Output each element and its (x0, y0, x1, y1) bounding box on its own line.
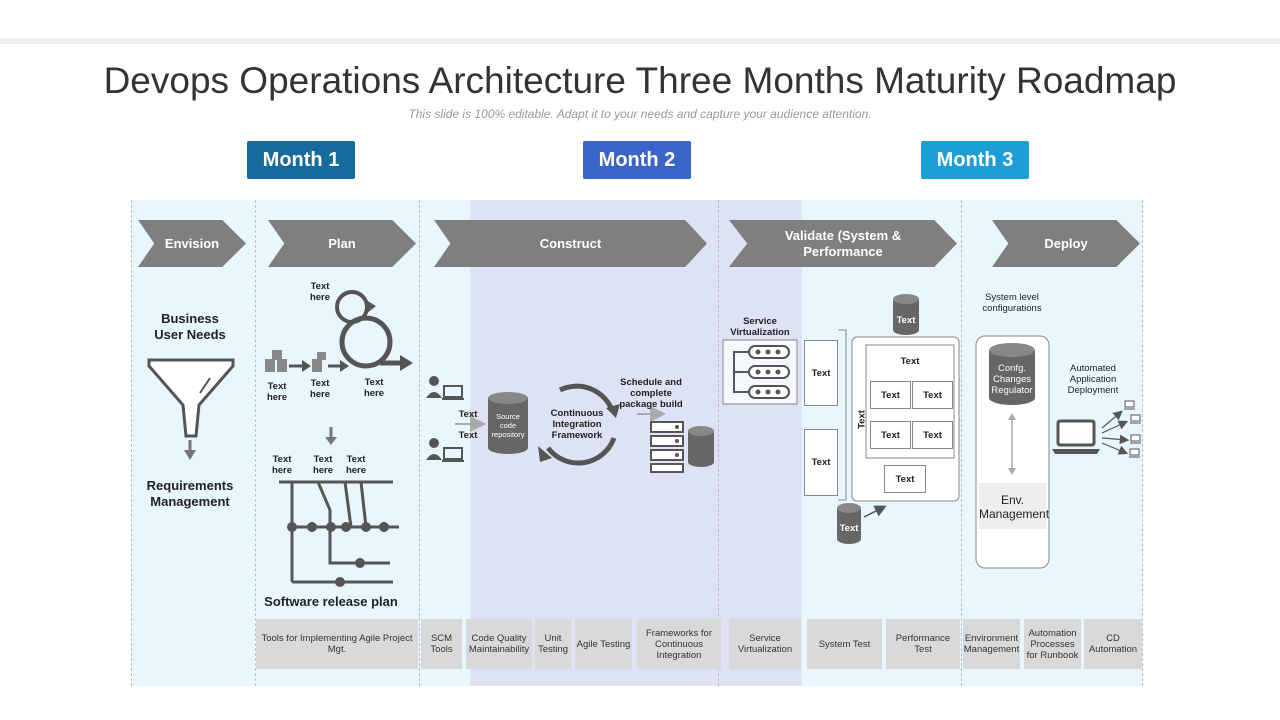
plan-text-b: Text here (309, 378, 331, 400)
source-code-repository: Source code repository (491, 412, 525, 439)
plan-text-e: Text here (312, 454, 334, 476)
computer-icons (1124, 400, 1141, 458)
deploy-target-arrows (1101, 410, 1130, 455)
user-computer-icon (426, 438, 464, 462)
construct-text-1: Text (458, 409, 478, 420)
divider (1142, 200, 1143, 686)
divider (718, 200, 719, 686)
test-panel-top-text: Text (900, 356, 920, 367)
divider (961, 200, 962, 686)
bottom-category: Frameworks for Continuous Integration (637, 619, 721, 669)
construct-text-2: Text (458, 430, 478, 441)
software-release-plan: Software release plan (264, 594, 398, 609)
stage-envision: Envision (138, 220, 246, 267)
stage-deploy: Deploy (992, 220, 1140, 267)
validate-left-text-2: Text (804, 429, 838, 496)
test-grid-cell: Text (870, 421, 911, 449)
bottom-category: System Test (807, 619, 882, 669)
bottom-category: Code Quality Maintainability (466, 619, 532, 669)
stage-plan: Plan (268, 220, 416, 267)
service-virtualization-label: Service Virtualization (730, 316, 790, 338)
database-cylinder-icon (893, 294, 919, 335)
band-envision (132, 200, 255, 686)
divider (131, 200, 132, 686)
test-grid-cell: Text (870, 381, 911, 409)
test-panel-bottom-text: Text (884, 465, 926, 493)
month-2-label: Month 2 (583, 141, 691, 179)
bottom-category: Performance Test (886, 619, 960, 669)
page-subtitle: This slide is 100% editable. Adapt it to… (408, 107, 872, 121)
validate-left-text-1: Text (804, 340, 838, 406)
divider (419, 200, 420, 686)
plan-text-a: Text here (266, 381, 288, 403)
test-grid-cell: Text (912, 421, 953, 449)
top-bar (0, 38, 1280, 44)
database-cylinder-icon (989, 343, 1035, 405)
db-top-text: Text (896, 315, 916, 326)
bottom-category: Tools for Implementing Agile Project Mgt… (256, 619, 418, 669)
database-cylinder-icon (688, 426, 714, 467)
test-panel-vertical-text: Text (856, 410, 868, 429)
bottom-category: SCM Tools (421, 619, 462, 669)
month-3-label: Month 3 (921, 141, 1029, 179)
funnel-icon (147, 358, 235, 438)
plan-text-d: Text here (271, 454, 293, 476)
laptop-icon (1052, 419, 1100, 454)
bottom-category: Agile Testing (575, 619, 632, 669)
cycle-arrow-icon (335, 290, 413, 371)
page-title: Devops Operations Architecture Three Mon… (103, 60, 1177, 101)
test-grid-cell: Text (912, 381, 953, 409)
bracket (838, 329, 847, 501)
automated-application-deployment: Automated Application Deployment (1067, 363, 1119, 396)
bottom-category: Automation Processes for Runbook (1024, 619, 1081, 669)
database-cylinder-icon (488, 392, 528, 454)
plan-text-f: Text here (345, 454, 367, 476)
user-computer-icon (426, 376, 464, 400)
requirements-management: Requirements Management (146, 478, 234, 509)
arrow-down-icon (184, 440, 196, 460)
server-stack-icon (650, 421, 684, 473)
divider (255, 200, 256, 686)
bottom-category: Unit Testing (535, 619, 571, 669)
bottom-category: Environment Management (963, 619, 1020, 669)
stage-validate-label: Validate (System & Performance (784, 227, 902, 259)
database-cylinder-icon (837, 503, 861, 544)
arrow-down-icon (325, 427, 337, 445)
flow-arrow (863, 505, 887, 518)
month-1-label: Month 1 (247, 141, 355, 179)
package-boxes-icon (265, 350, 349, 372)
business-user-needs: Business User Needs (154, 311, 226, 342)
server-virtualization-icon (733, 345, 790, 399)
ci-framework: Continuous Integration Framework (550, 408, 604, 441)
bottom-category: Service Virtualization (729, 619, 801, 669)
continuous-loop-icon (538, 383, 620, 466)
db-bottom-text: Text (839, 523, 859, 534)
schedule-package-build: Schedule and complete package build (619, 377, 683, 410)
stage-construct: Construct (434, 220, 707, 267)
release-plan-nodes (287, 522, 389, 587)
arrow-heads-icon (1008, 413, 1016, 475)
release-plan-tree (279, 480, 399, 584)
env-management-box (979, 483, 1046, 529)
bottom-category: CD Automation (1084, 619, 1142, 669)
plan-text-top: Text here (309, 281, 331, 303)
env-management: Env. Management (979, 493, 1050, 521)
plan-text-c: Text here (363, 377, 385, 399)
system-level-configurations: System level configurations (982, 292, 1042, 314)
config-changes-regulator: Confg. Changes Regulator (991, 363, 1033, 396)
stage-validate: Validate (System & Performance (729, 220, 957, 267)
